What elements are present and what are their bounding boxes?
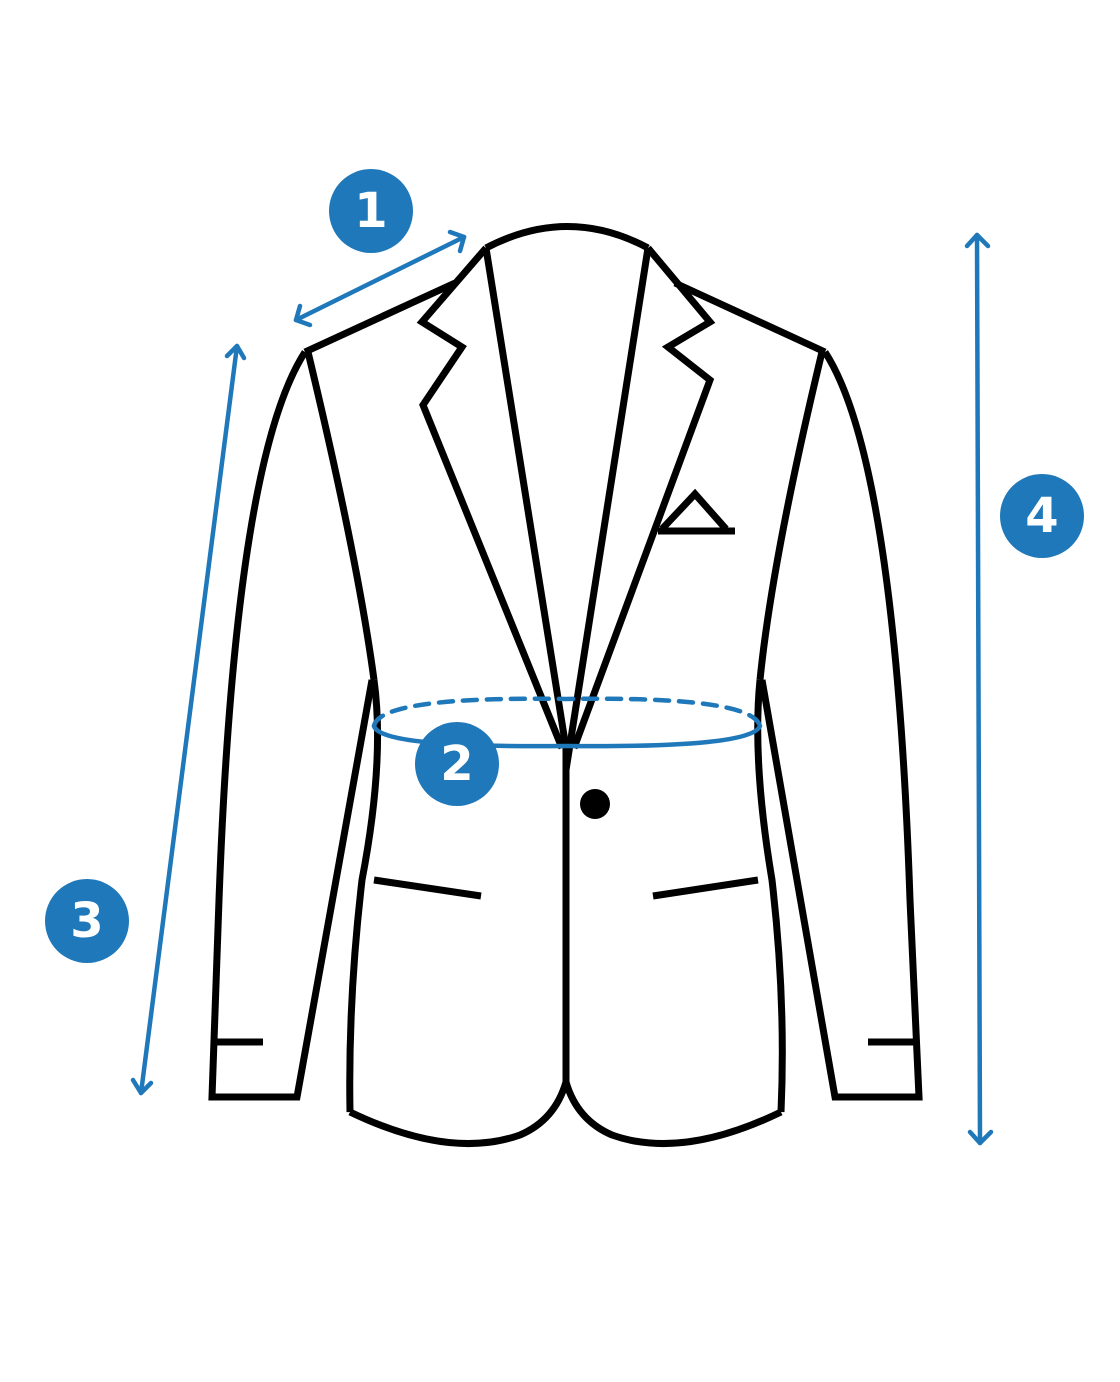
jacket-right-front-edge [562,247,652,771]
jacket-left-body-side [346,679,382,1113]
sleeve-arrow [130,343,247,1096]
badge-4-circle [1000,474,1084,558]
jacket-hem [348,1069,783,1148]
badge-2-label: 2 [440,736,473,792]
jacket-right-pocket [652,876,759,900]
badge-1-label: 1 [354,183,387,239]
jacket-left-pocket [373,876,482,900]
badge-2-circle [415,722,499,806]
jacket-left-lapel [416,245,566,750]
jacket-right-lapel [570,245,716,750]
jacket-collar-back [484,223,650,252]
badge-3-circle [45,879,129,963]
badge-3-label: 3 [70,893,103,949]
badge-1-circle [329,169,413,253]
jacket-outline [208,223,923,1148]
jacket-button [580,789,610,819]
pocket-square [658,488,735,535]
badge-2: 2 [415,722,499,806]
badge-3: 3 [45,879,129,963]
badge-1: 1 [329,169,413,253]
jacket-right-armhole [756,351,826,681]
jacket-left-armhole [304,351,378,681]
badge-4: 4 [1000,474,1084,558]
jacket-right-shoulder [673,279,827,356]
jacket-right-body-side [754,679,786,1113]
waist-ellipse [371,696,763,749]
jacket-right-sleeve [758,350,923,1101]
badge-4-label: 4 [1025,488,1058,544]
length-arrow [964,232,994,1146]
shoulder-arrow [293,229,467,328]
measurements [130,229,994,1146]
jacket-left-sleeve [208,350,376,1101]
jacket-left-shoulder [303,279,457,356]
